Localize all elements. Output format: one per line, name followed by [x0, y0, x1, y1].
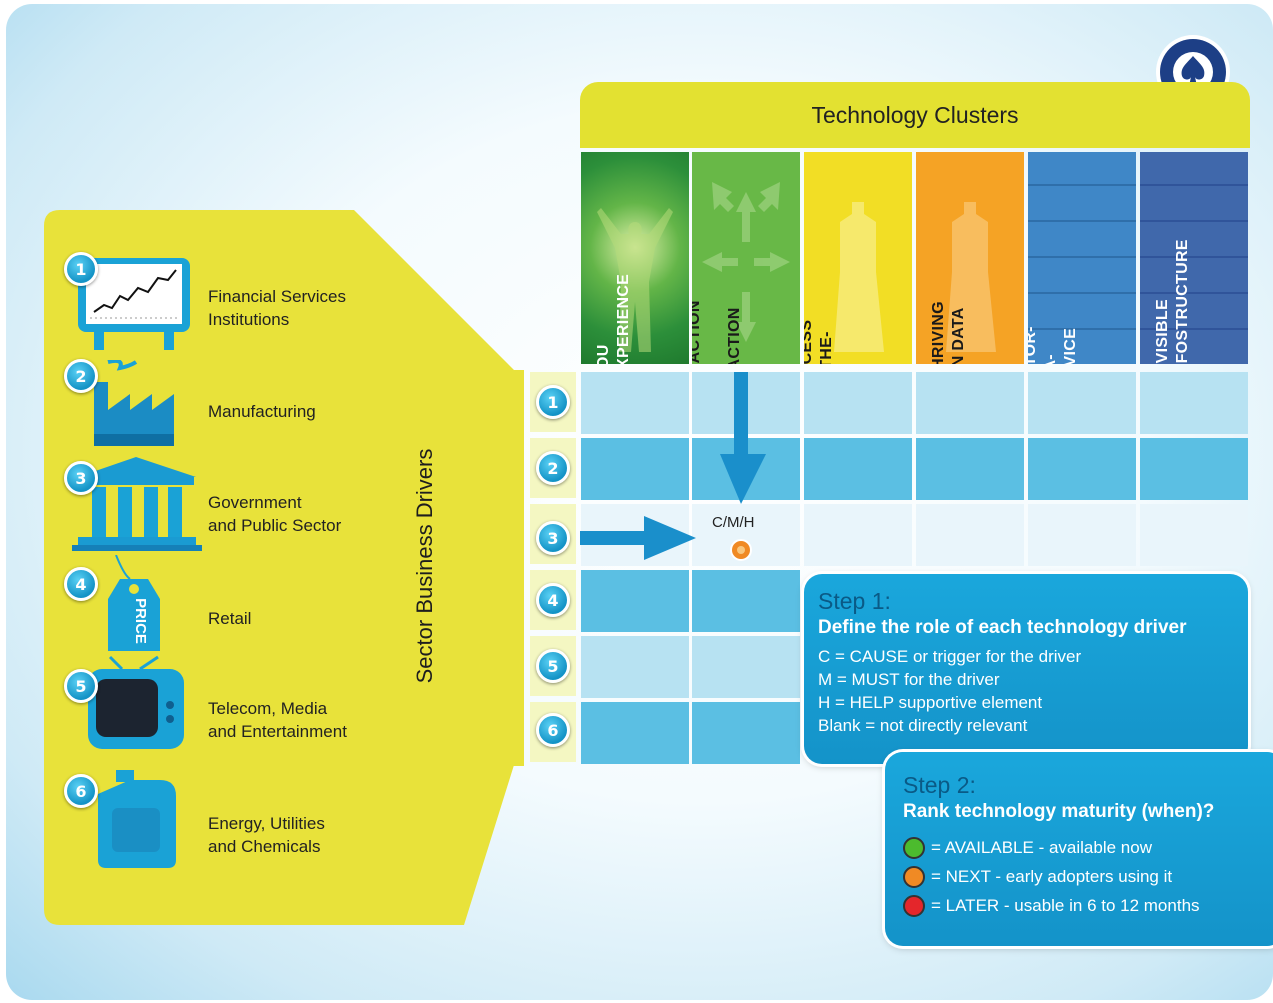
matrix-cell[interactable]: [581, 372, 689, 434]
legend-text: = AVAILABLE - available now: [931, 838, 1152, 857]
column-process-on-the-fly: PROCESS ON-THE-FLY: [804, 152, 912, 364]
matrix-cell[interactable]: [916, 438, 1024, 500]
sector-item-financial: 1 Financial Services Institutions: [64, 250, 384, 360]
step-2-subtitle: Rank technology maturity (when)?: [903, 801, 1215, 822]
sector-label: Energy, Utilities and Chemicals: [208, 814, 325, 856]
row-number: 5: [536, 649, 570, 683]
person-silhouette-icon: [597, 208, 673, 352]
row-header-4: 4: [530, 570, 576, 630]
matrix-cell[interactable]: [1140, 504, 1248, 566]
matrix-cell[interactable]: [581, 702, 689, 764]
technology-clusters-header: Technology Clusters: [580, 82, 1250, 148]
matrix-cell[interactable]: [1140, 438, 1248, 500]
column-thriving-on-data: THRIVING ON DATA: [916, 152, 1024, 364]
sector-number: 5: [64, 669, 98, 703]
matrix-cell[interactable]: [916, 504, 1024, 566]
column-label: PROCESS ON-THE-FLY: [804, 319, 835, 364]
row-header-6: 6: [530, 702, 576, 762]
row-header-3: 3: [530, 504, 576, 564]
cmh-cell-text: C/M/H: [712, 514, 755, 531]
sector-item-energy: 6 Energy, Utilities and Chemicals: [64, 770, 384, 880]
column-you-experience: YOU EXPERIENCE: [581, 152, 689, 364]
row-number: 1: [536, 385, 570, 419]
matrix-cell[interactable]: [804, 504, 912, 566]
step-1-line: C = CAUSE or trigger for the driver: [818, 647, 1082, 666]
pixel-figure-icon: [834, 202, 884, 352]
column-label: SECTOR-AS-A-SERVICE: [1028, 326, 1079, 364]
step-1-box: Step 1: Define the role of each technolo…: [804, 574, 1248, 764]
sector-item-manufacturing: 2 Manufacturing: [64, 359, 384, 470]
step-1-title: Step 1:: [818, 588, 891, 614]
sector-label: Telecom, Media and Entertainment: [208, 699, 347, 741]
jerrycan-icon: [98, 770, 176, 868]
sector-axis-label: Sector Business Drivers: [412, 448, 437, 684]
arrows-icon: [702, 182, 790, 342]
column-label: FROM TRANSACTION TO INTERACTION: [692, 300, 743, 364]
television-icon: [88, 655, 184, 749]
matrix-cell[interactable]: [581, 438, 689, 500]
sector-number: 6: [64, 774, 98, 808]
row-number: 2: [536, 451, 570, 485]
sector-number: 4: [64, 567, 98, 601]
sector-item-telecom: 5 Telecom, Media and Entertainment: [64, 655, 384, 765]
price-tag-text: PRICE: [132, 598, 149, 644]
matrix-cell[interactable]: [692, 702, 800, 764]
row-number: 6: [536, 713, 570, 747]
factory-icon: [94, 360, 174, 446]
matrix-cell[interactable]: [804, 372, 912, 434]
step-1-line: H = HELP supportive element: [818, 693, 1043, 712]
column-sector-as-a-service: SECTOR-AS-A-SERVICE: [1028, 152, 1136, 364]
panel-connector: [480, 370, 524, 766]
matrix-cell[interactable]: [581, 636, 689, 698]
step-1-line: M = MUST for the driver: [818, 670, 1000, 689]
step-2-box: Step 2: Rank technology maturity (when)?…: [885, 752, 1273, 946]
column-invisible-infostructure: INVISIBLE INFOSTRUCTURE: [1140, 152, 1248, 364]
government-building-icon: [72, 457, 202, 551]
matrix-cell[interactable]: [692, 570, 800, 632]
sector-label: Retail: [208, 609, 252, 628]
matrix-cell[interactable]: [692, 636, 800, 698]
sector-item-retail: PRICE 4 Retail: [64, 555, 384, 665]
step-1-line: Blank = not directly relevant: [818, 716, 1028, 735]
column-label: YOU EXPERIENCE: [595, 273, 632, 364]
column-label: THRIVING ON DATA: [930, 301, 967, 364]
matrix-cell[interactable]: [1028, 372, 1136, 434]
maturity-dot-orange: [730, 539, 752, 561]
matrix-cell[interactable]: [1028, 438, 1136, 500]
legend-available: = AVAILABLE - available now: [903, 833, 1273, 862]
matrix-cell[interactable]: [581, 570, 689, 632]
row-number: 3: [536, 521, 570, 555]
price-tag-icon: PRICE: [108, 555, 160, 651]
legend-later: = LATER - usable in 6 to 12 months: [903, 891, 1273, 920]
step-1-subtitle: Define the role of each technology drive…: [818, 617, 1187, 638]
sector-label: Financial Services Institutions: [208, 287, 346, 329]
sector-label: Government and Public Sector: [208, 493, 342, 535]
matrix-cell[interactable]: [916, 372, 1024, 434]
row-header-2: 2: [530, 438, 576, 498]
column-transaction-interaction: FROM TRANSACTION TO INTERACTION: [692, 152, 800, 364]
red-dot-icon: [903, 894, 925, 917]
legend-text: = NEXT - early adopters using it: [931, 867, 1173, 886]
down-arrow: [720, 372, 766, 504]
sector-number: 3: [64, 461, 98, 495]
row-header-5: 5: [530, 636, 576, 696]
column-label: INVISIBLE INFOSTRUCTURE: [1154, 239, 1191, 364]
sector-number: 2: [64, 359, 98, 393]
matrix-cell[interactable]: [1140, 372, 1248, 434]
sector-label: Manufacturing: [208, 402, 316, 421]
right-arrow: [580, 516, 696, 560]
step-2-title: Step 2:: [903, 772, 976, 798]
sector-number: 1: [64, 252, 98, 286]
orange-dot-icon: [903, 865, 925, 888]
row-header-1: 1: [530, 372, 576, 432]
pixel-figure-icon: [946, 202, 996, 352]
row-number: 4: [536, 583, 570, 617]
matrix-cell[interactable]: [804, 438, 912, 500]
green-dot-icon: [903, 836, 925, 859]
legend-next: = NEXT - early adopters using it: [903, 862, 1273, 891]
chart-monitor-icon: [78, 258, 190, 350]
legend-text: = LATER - usable in 6 to 12 months: [931, 896, 1200, 915]
sector-item-government: 3 Government and Public Sector: [64, 455, 384, 565]
matrix-cell[interactable]: [1028, 504, 1136, 566]
